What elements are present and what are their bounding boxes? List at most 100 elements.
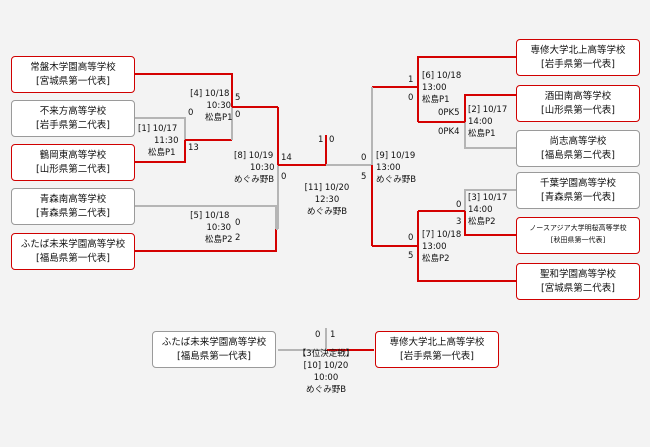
score: 1	[330, 330, 336, 340]
match-time: 13:00	[422, 242, 447, 252]
match-number: [9] 10/19	[376, 151, 416, 161]
match-time: 11:30	[154, 136, 179, 146]
team-box: ふたば未来学園高等学校 [福島県第一代表]	[11, 233, 135, 270]
score: 0	[235, 218, 241, 228]
match-number: [8] 10/19	[234, 151, 274, 161]
team-prefecture: [福島県第二代表]	[541, 150, 615, 161]
team-box: 専修大学北上高等学校 [岩手県第一代表]	[516, 39, 640, 76]
match-time: 14:00	[468, 117, 493, 127]
score: 3	[456, 217, 462, 227]
match-venue: めぐみ野B	[376, 175, 417, 185]
team-prefecture: [福島県第一代表]	[177, 351, 251, 362]
team-box: ふたば未来学園高等学校 [福島県第一代表]	[152, 331, 276, 368]
team-box: 酒田南高等学校 [山形県第一代表]	[516, 85, 640, 122]
match-venue: めぐみ野B	[306, 207, 348, 217]
match-venue: 松島P2	[468, 217, 496, 227]
match-number: [5] 10/18	[190, 211, 230, 221]
match-info: [8] 10/19 10:30 めぐみ野B	[234, 150, 275, 186]
score: 2	[235, 233, 241, 243]
match-info: 【3位決定戦】 [10] 10/20 10:00 めぐみ野B	[290, 348, 362, 396]
match-venue: 松島P1	[148, 148, 176, 158]
team-name: 鶴岡東高等学校	[39, 150, 107, 161]
team-prefecture: [秋田県第一代表]	[550, 236, 606, 244]
team-name: 専修大学北上高等学校	[389, 337, 485, 348]
match-info: [7] 10/18 13:00 松島P2	[422, 229, 461, 265]
team-box: 千葉学園高等学校 [青森県第一代表]	[516, 172, 640, 209]
match-info: [1] 10/17 11:30 松島P1	[138, 123, 179, 159]
match-number: [6] 10/18	[422, 71, 462, 81]
match-time: 13:00	[422, 83, 447, 93]
score: 1	[318, 135, 324, 145]
team-name: ふたば未来学園高等学校	[20, 239, 126, 250]
score: 5	[408, 251, 414, 261]
match-info: [2] 10/17 14:00 松島P1	[468, 104, 507, 140]
match-time: 14:00	[468, 205, 493, 215]
team-box: 青森南高等学校 [青森県第二代表]	[11, 188, 135, 225]
team-name: 千葉学園高等学校	[539, 178, 616, 189]
team-box: 鶴岡東高等学校 [山形県第二代表]	[11, 144, 135, 181]
match-venue: 松島P1	[468, 129, 496, 139]
team-prefecture: [岩手県第二代表]	[36, 120, 110, 131]
match-time: 10:30	[206, 101, 232, 111]
team-prefecture: [宮城県第一代表]	[36, 76, 110, 87]
match-time: 10:30	[206, 223, 232, 233]
match-time: 12:30	[314, 195, 340, 205]
match-info: [11] 10/20 12:30 めぐみ野B	[296, 182, 358, 218]
match-venue: めぐみ野B	[234, 175, 275, 185]
match-number: [11] 10/20	[304, 183, 350, 193]
score: 0	[329, 135, 335, 145]
match-info: [6] 10/18 13:00 松島P1	[422, 70, 461, 106]
team-prefecture: [青森県第一代表]	[541, 192, 615, 203]
team-name: ふたば未来学園高等学校	[161, 337, 267, 348]
team-box: 不来方高等学校 [岩手県第二代表]	[11, 100, 135, 137]
score: 0PK4	[438, 127, 460, 137]
score: 0	[408, 233, 414, 243]
team-box: 尚志高等学校 [福島県第二代表]	[516, 130, 640, 167]
score: 1	[408, 75, 414, 85]
team-box: 常盤木学園高等学校 [宮城県第一代表]	[11, 56, 135, 93]
team-prefecture: [福島県第一代表]	[36, 253, 110, 264]
match-time: 10:00	[313, 373, 339, 383]
team-name: 酒田南高等学校	[544, 91, 612, 102]
match-number: [2] 10/17	[468, 105, 508, 115]
match-venue: 松島P2	[205, 235, 233, 245]
match-time: 10:30	[250, 163, 275, 173]
match-time: 13:00	[376, 163, 401, 173]
score: 13	[188, 143, 199, 153]
match-venue: 松島P2	[422, 254, 450, 264]
team-prefecture: [山形県第一代表]	[541, 105, 615, 116]
match-number: [10] 10/20	[303, 361, 349, 371]
score: 0	[408, 93, 414, 103]
team-name: 専修大学北上高等学校	[530, 45, 626, 56]
match-round: 【3位決定戦】	[297, 349, 355, 359]
team-prefecture: [宮城県第二代表]	[541, 283, 615, 294]
score: 0	[281, 172, 287, 182]
match-venue: 松島P1	[422, 95, 450, 105]
match-venue: めぐみ野B	[305, 385, 347, 395]
match-info: [5] 10/18 10:30 松島P2	[187, 210, 233, 246]
team-prefecture: [岩手県第一代表]	[541, 59, 615, 70]
match-number: [7] 10/18	[422, 230, 462, 240]
team-name: 不来方高等学校	[39, 106, 107, 117]
score: 14	[281, 153, 292, 163]
score: 5	[235, 93, 241, 103]
score: 0	[235, 110, 241, 120]
team-name: 尚志高等学校	[549, 136, 607, 147]
team-name: 聖和学園高等学校	[539, 269, 616, 280]
score: 0PK5	[438, 108, 460, 118]
match-info: [9] 10/19 13:00 めぐみ野B	[376, 150, 416, 186]
team-box: 専修大学北上高等学校 [岩手県第一代表]	[375, 331, 499, 368]
match-number: [1] 10/17	[138, 124, 178, 134]
team-prefecture: [岩手県第一代表]	[400, 351, 474, 362]
match-venue: 松島P1	[205, 113, 233, 123]
team-prefecture: [山形県第二代表]	[36, 164, 110, 175]
team-prefecture: [青森県第二代表]	[36, 208, 110, 219]
score: 0	[188, 108, 194, 118]
team-name: 青森南高等学校	[39, 194, 107, 205]
score: 5	[361, 172, 367, 182]
team-name: 常盤木学園高等学校	[30, 62, 116, 73]
team-name: ノースアジア大学明桜高等学校	[529, 224, 627, 232]
